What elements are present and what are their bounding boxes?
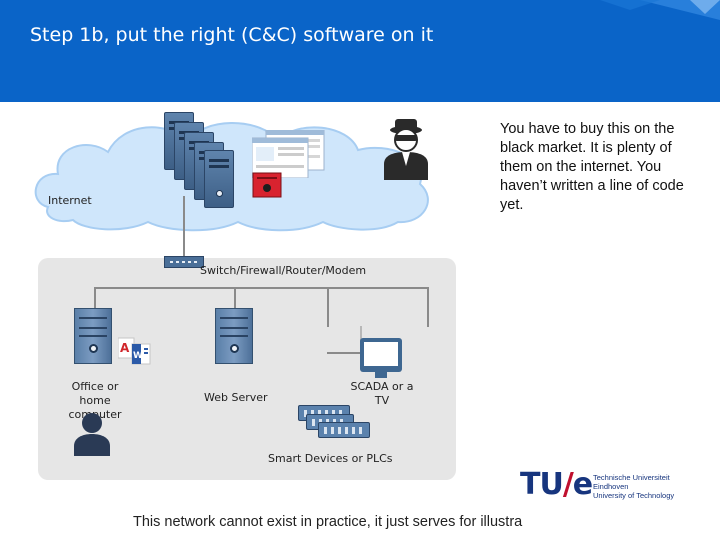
scada-label: SCADA or a TV (344, 380, 420, 408)
svg-text:A: A (120, 341, 130, 355)
svg-text:W: W (133, 351, 143, 361)
plc-icon (318, 422, 370, 438)
internet-label: Internet (48, 194, 92, 207)
tue-logo: TU/e Technische Universiteit Eindhoven U… (520, 467, 700, 507)
office-drop-cable (94, 287, 96, 309)
logo-mark-a: TU (520, 467, 564, 502)
webserver-drop-cable (234, 287, 236, 309)
backbone-end-cable (427, 287, 429, 327)
header-decoration (600, 0, 720, 20)
compromised-server-icon (252, 172, 282, 198)
document-icons: A W (118, 337, 151, 365)
scada-drop-cable (327, 287, 329, 327)
scada-label-line2: TV (374, 394, 390, 407)
footer-caption: This network cannot exist in practice, i… (133, 514, 523, 530)
smart-devices-label: Smart Devices or PLCs (268, 452, 393, 465)
tue-logo-text: Technische Universiteit Eindhoven Univer… (593, 473, 674, 500)
office-label-line2: home (79, 394, 111, 407)
user-icon (74, 413, 110, 456)
browser-window-icon (252, 130, 325, 178)
logo-line2: Eindhoven (593, 482, 629, 491)
lan-backbone (94, 287, 428, 289)
explanation-note: You have to buy this on the black market… (500, 121, 684, 213)
switch-device (164, 256, 204, 268)
web-server-icon (215, 308, 253, 364)
slide-header: Step 1b, put the right (C&C) software on… (0, 0, 720, 102)
logo-mark-slash: / (562, 467, 574, 502)
monitor-icon (360, 338, 402, 378)
logo-mark-b: e (572, 467, 593, 502)
slide-title: Step 1b, put the right (C&C) software on… (30, 24, 434, 46)
computer-tower-icon (204, 150, 234, 208)
switch-label: Switch/Firewall/Router/Modem (200, 264, 367, 277)
logo-line3: University of Technology (593, 491, 675, 500)
tue-logo-mark: TU/e (520, 467, 593, 502)
office-label-line1: Office or (71, 380, 119, 393)
web-server-label: Web Server (204, 391, 268, 404)
hacker-icon (384, 119, 428, 180)
scada-label-line1: SCADA or a (350, 380, 414, 393)
uplink-cable (183, 196, 185, 258)
logo-line1: Technische Universiteit (593, 473, 670, 482)
office-computer-icon (74, 308, 112, 364)
scada-link-cable (327, 352, 361, 354)
